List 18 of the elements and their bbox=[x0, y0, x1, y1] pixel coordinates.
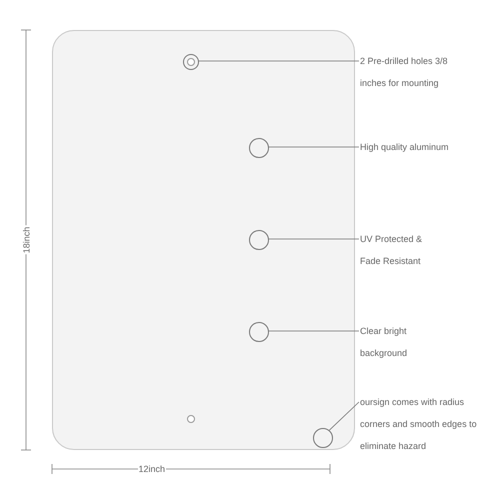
leader-line bbox=[268, 238, 360, 240]
dimension-label: 18inch bbox=[20, 226, 31, 254]
callout-circle bbox=[249, 230, 269, 250]
callout-text: 2 Pre-drilled holes 3/8 inches for mounting bbox=[360, 50, 464, 94]
callout-circle bbox=[249, 322, 269, 342]
callout-text: Clear bright background bbox=[360, 320, 430, 364]
dimension-label: 12inch bbox=[138, 464, 166, 474]
callout-text: High quality aluminum bbox=[360, 136, 480, 158]
leader-line bbox=[328, 402, 360, 431]
leader-line bbox=[268, 146, 360, 148]
callout-text: oursign comes with radius corners and smooth edges to eliminate hazard bbox=[360, 391, 482, 457]
leader-line bbox=[268, 330, 360, 332]
leader-line bbox=[198, 60, 360, 62]
callout-circle bbox=[313, 428, 333, 448]
callout-circle bbox=[249, 138, 269, 158]
mounting-hole bbox=[183, 54, 199, 70]
sign-panel bbox=[52, 30, 355, 450]
callout-text: UV Protected & Fade Resistant bbox=[360, 228, 432, 272]
